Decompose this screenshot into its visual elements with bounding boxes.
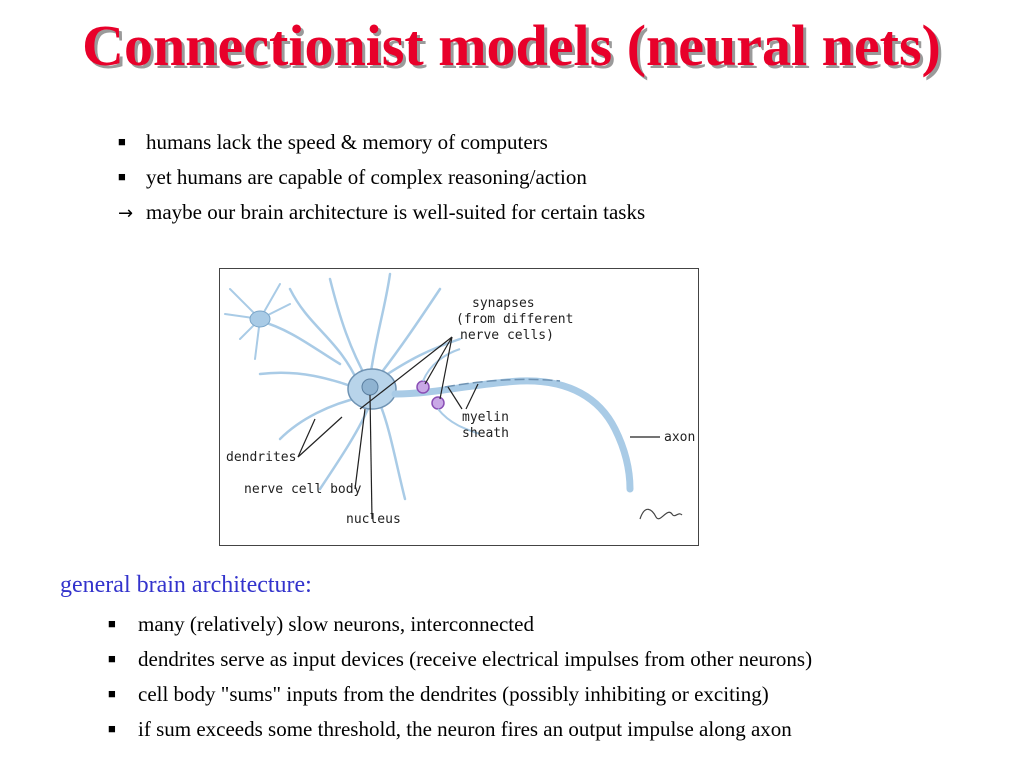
list-item: ■ dendrites serve as input devices (rece… xyxy=(108,643,812,678)
label-myelin: myelin xyxy=(462,410,509,425)
intro-list: ■ humans lack the speed & memory of comp… xyxy=(118,126,645,230)
slide-title: Connectionist models (neural nets) xyxy=(82,13,941,78)
intro-item: ■ humans lack the speed & memory of comp… xyxy=(118,126,645,161)
synapse-icons xyxy=(416,348,481,435)
square-bullet-icon: ■ xyxy=(118,169,126,184)
intro-item-text: yet humans are capable of complex reason… xyxy=(146,165,587,189)
axon-shape xyxy=(391,377,634,493)
neighbor-neuron xyxy=(224,283,342,366)
arrow-right-icon: → xyxy=(118,203,134,224)
label-axon: axon xyxy=(664,430,695,445)
square-bullet-icon: ■ xyxy=(108,686,116,701)
label-dendrites: dendrites xyxy=(226,450,296,465)
myelin-outline xyxy=(444,378,561,388)
list-item: ■ cell body "sums" inputs from the dendr… xyxy=(108,678,812,713)
artist-signature xyxy=(639,508,683,520)
intro-conclusion-text: maybe our brain architecture is well-sui… xyxy=(146,200,646,224)
square-bullet-icon: ■ xyxy=(108,616,116,631)
list-item-text: cell body "sums" inputs from the dendrit… xyxy=(138,682,769,706)
square-bullet-icon: ■ xyxy=(108,721,116,736)
label-nerve-cell-body: nerve cell body xyxy=(244,482,362,497)
intro-item-text: humans lack the speed & memory of comput… xyxy=(146,130,548,154)
label-nucleus: nucleus xyxy=(346,512,401,527)
intro-conclusion: → maybe our brain architecture is well-s… xyxy=(118,196,645,230)
intro-item: ■ yet humans are capable of complex reas… xyxy=(118,161,645,196)
list-item-text: dendrites serve as input devices (receiv… xyxy=(138,647,813,671)
label-synapses-3: nerve cells) xyxy=(460,328,554,343)
square-bullet-icon: ■ xyxy=(108,651,116,666)
label-synapses-2: (from different xyxy=(456,312,573,327)
label-sheath: sheath xyxy=(462,426,509,441)
list-item-text: if sum exceeds some threshold, the neuro… xyxy=(138,717,792,741)
architecture-heading: general brain architecture: xyxy=(60,572,312,598)
nucleus-shape xyxy=(361,378,379,396)
label-synapses-1: synapses xyxy=(472,296,535,311)
list-item: ■ if sum exceeds some threshold, the neu… xyxy=(108,713,812,748)
list-item-text: many (relatively) slow neurons, intercon… xyxy=(138,612,534,636)
pointer-lines xyxy=(297,336,660,520)
neuron-illustration: synapses (from different nerve cells) my… xyxy=(224,272,695,527)
list-item: ■ many (relatively) slow neurons, interc… xyxy=(108,608,812,643)
architecture-list: ■ many (relatively) slow neurons, interc… xyxy=(108,608,812,748)
square-bullet-icon: ■ xyxy=(118,134,126,149)
neuron-diagram: synapses (from different nerve cells) my… xyxy=(219,268,699,546)
